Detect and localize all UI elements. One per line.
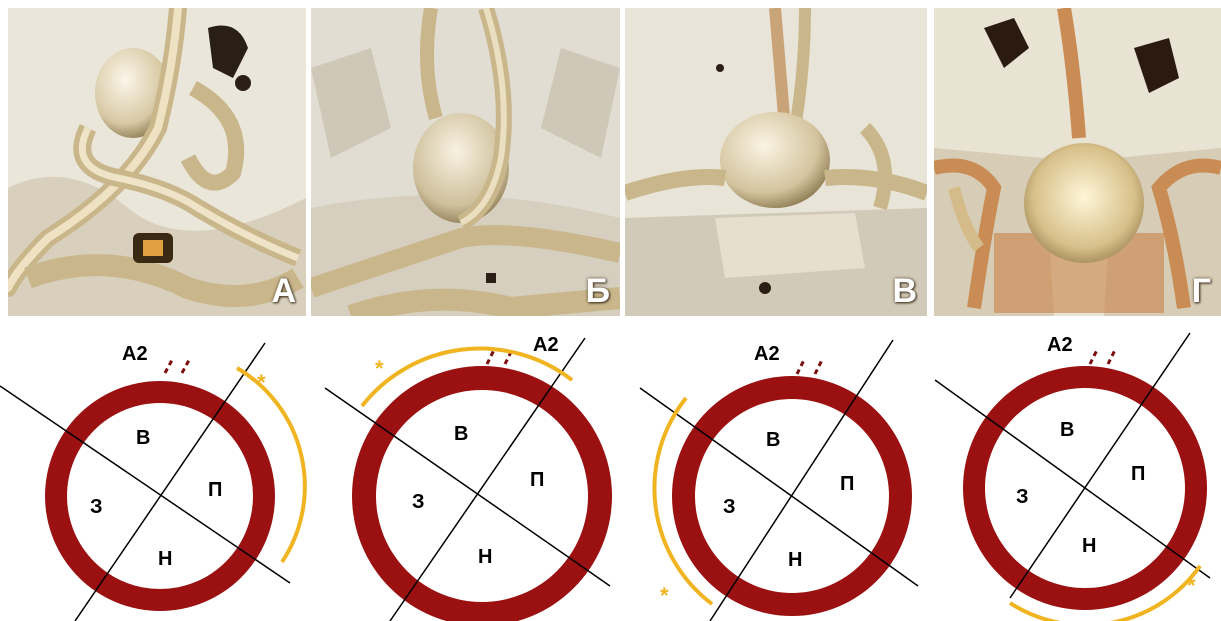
a2-vessel-marks xyxy=(165,360,189,373)
photo-label: А xyxy=(271,274,296,308)
ring-inner xyxy=(376,390,588,602)
quadrant-right-label: П xyxy=(208,479,222,501)
quadrant-top-label: В xyxy=(454,423,468,445)
a2-vessel-marks xyxy=(1090,350,1115,364)
diagram-row: А2 * В П З Н А2 * В П З Н xyxy=(0,318,1221,621)
highlight-star: * xyxy=(257,370,266,395)
aneurysm-3d-render-image xyxy=(625,8,927,316)
highlight-star: * xyxy=(375,356,384,381)
aneurysm-3d-render-image xyxy=(311,8,620,316)
quadrant-left-label: З xyxy=(90,496,103,518)
quadrant-right-label: П xyxy=(1131,463,1145,485)
quadrant-bottom-label: Н xyxy=(788,549,802,571)
quadrant-top-label: В xyxy=(1060,419,1074,441)
photo-a: А xyxy=(8,8,306,316)
quadrant-left-label: З xyxy=(1016,486,1029,508)
diagram-3: А2 * В П З Н xyxy=(640,340,918,621)
photo-label: В xyxy=(892,274,917,308)
diagram-1: А2 * В П З Н xyxy=(0,343,305,621)
photo-g: Г xyxy=(934,8,1221,316)
photo-row: А Б xyxy=(0,0,1221,317)
diagram-2: А2 * В П З Н xyxy=(325,334,612,621)
a2-label: А2 xyxy=(122,343,148,365)
quadrant-bottom-label: Н xyxy=(1082,535,1096,557)
quadrant-bottom-label: Н xyxy=(158,548,172,570)
highlight-star: * xyxy=(1187,573,1196,598)
quadrant-right-label: П xyxy=(530,469,544,491)
a2-label: А2 xyxy=(533,334,559,356)
photo-v: В xyxy=(625,8,927,316)
aneurysm-3d-render-image xyxy=(8,8,306,316)
a2-label: А2 xyxy=(1047,334,1073,356)
photo-label: Г xyxy=(1192,274,1211,308)
quadrant-top-label: В xyxy=(766,429,780,451)
photo-b: Б xyxy=(311,8,620,316)
highlight-star: * xyxy=(660,583,669,608)
quadrant-left-label: З xyxy=(723,496,736,518)
photo-label: Б xyxy=(586,274,610,308)
projection-diagrams: А2 * В П З Н А2 * В П З Н xyxy=(0,318,1221,621)
diagram-4: А2 * В П З Н xyxy=(935,333,1210,621)
a2-vessel-marks xyxy=(797,360,822,374)
quadrant-top-label: В xyxy=(136,427,150,449)
quadrant-bottom-label: Н xyxy=(478,546,492,568)
quadrant-left-label: З xyxy=(412,491,425,513)
a2-label: А2 xyxy=(754,343,780,365)
quadrant-right-label: П xyxy=(840,473,854,495)
aneurysm-3d-render-image xyxy=(934,8,1221,316)
